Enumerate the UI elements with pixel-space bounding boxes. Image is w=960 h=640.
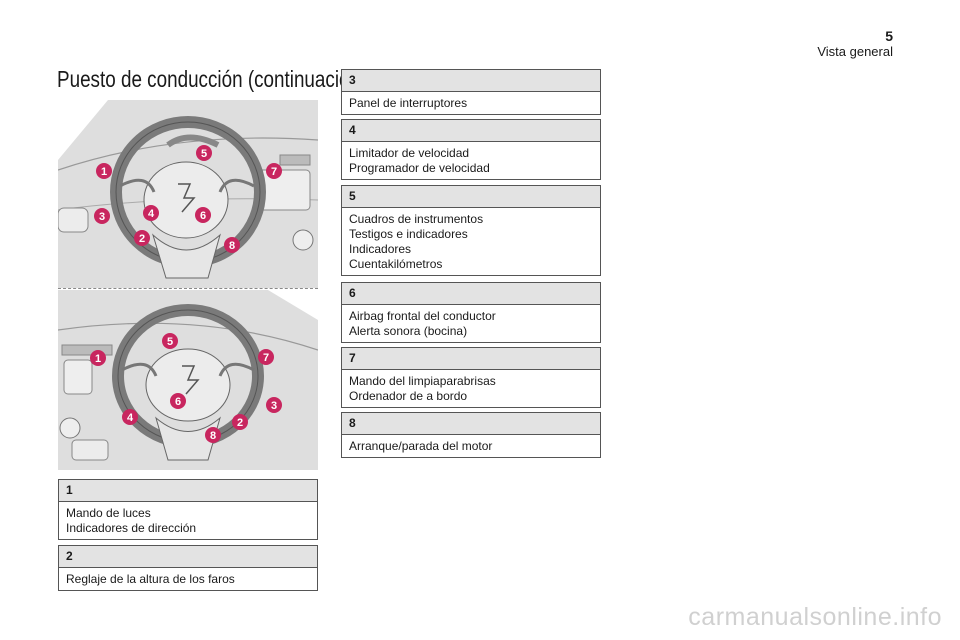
callout-5: 5: [201, 148, 207, 160]
legend-box-7: 7 Mando del limpiaparabrisas Ordenador d…: [341, 347, 601, 408]
callout-4: 4: [148, 208, 155, 220]
legend-line: Alerta sonora (bocina): [349, 324, 468, 338]
legend-number: 4: [342, 120, 600, 142]
legend-box-5: 5 Cuadros de instrumentos Testigos e ind…: [341, 185, 601, 276]
callout-2: 2: [237, 417, 243, 429]
legend-line: Mando de luces: [66, 506, 151, 520]
legend-number: 7: [342, 348, 600, 370]
dashboard-illustration-rhd: 1 2 3 4 5 6 7 8: [58, 290, 318, 470]
callout-3: 3: [99, 211, 105, 223]
callout-4: 4: [127, 412, 134, 424]
page-number: 5: [885, 28, 893, 44]
legend-number: 3: [342, 70, 600, 92]
legend-line: Limitador de velocidad: [349, 146, 470, 160]
dashboard-illustration-lhd: 1 2 3 4 5 6 7 8: [58, 100, 318, 288]
legend-line: Panel de interruptores: [349, 96, 468, 110]
legend-line: Testigos e indicadores: [349, 227, 468, 241]
legend-line: Cuentakilómetros: [349, 257, 443, 271]
callout-6: 6: [200, 210, 206, 222]
legend-line: Arranque/parada del motor: [349, 439, 493, 453]
legend-number: 8: [342, 413, 600, 435]
legend-box-3: 3 Panel de interruptores: [341, 69, 601, 115]
callout-8: 8: [210, 430, 216, 442]
callout-7: 7: [263, 352, 269, 364]
illustration-divider: [58, 288, 318, 289]
callout-2: 2: [139, 233, 145, 245]
callout-1: 1: [95, 353, 101, 365]
callout-6: 6: [175, 396, 181, 408]
legend-box-4: 4 Limitador de velocidad Programador de …: [341, 119, 601, 180]
legend-line: Indicadores: [349, 242, 412, 256]
legend-number: 5: [342, 186, 600, 208]
watermark: carmanualsonline.info: [688, 603, 942, 631]
legend-line: Indicadores de dirección: [66, 521, 197, 535]
legend-box-1: 1 Mando de luces Indicadores de direcció…: [58, 479, 318, 540]
callout-8: 8: [229, 240, 235, 252]
section-title: Vista general: [817, 44, 893, 59]
legend-box-8: 8 Arranque/parada del motor: [341, 412, 601, 458]
legend-number: 2: [59, 546, 317, 568]
legend-line: Ordenador de a bordo: [349, 389, 468, 403]
legend-box-6: 6 Airbag frontal del conductor Alerta so…: [341, 282, 601, 343]
legend-number: 1: [59, 480, 317, 502]
callout-5: 5: [167, 336, 173, 348]
legend-line: Cuadros de instrumentos: [349, 212, 484, 226]
legend-box-2: 2 Reglaje de la altura de los faros: [58, 545, 318, 591]
legend-line: Reglaje de la altura de los faros: [66, 572, 235, 586]
legend-number: 6: [342, 283, 600, 305]
callout-3: 3: [271, 400, 277, 412]
legend-line: Programador de velocidad: [349, 161, 490, 175]
page-title: Puesto de conducción (continuación): [57, 66, 367, 92]
callout-7: 7: [271, 166, 277, 178]
legend-line: Airbag frontal del conductor: [349, 309, 496, 323]
callout-1: 1: [101, 166, 107, 178]
legend-line: Mando del limpiaparabrisas: [349, 374, 496, 388]
